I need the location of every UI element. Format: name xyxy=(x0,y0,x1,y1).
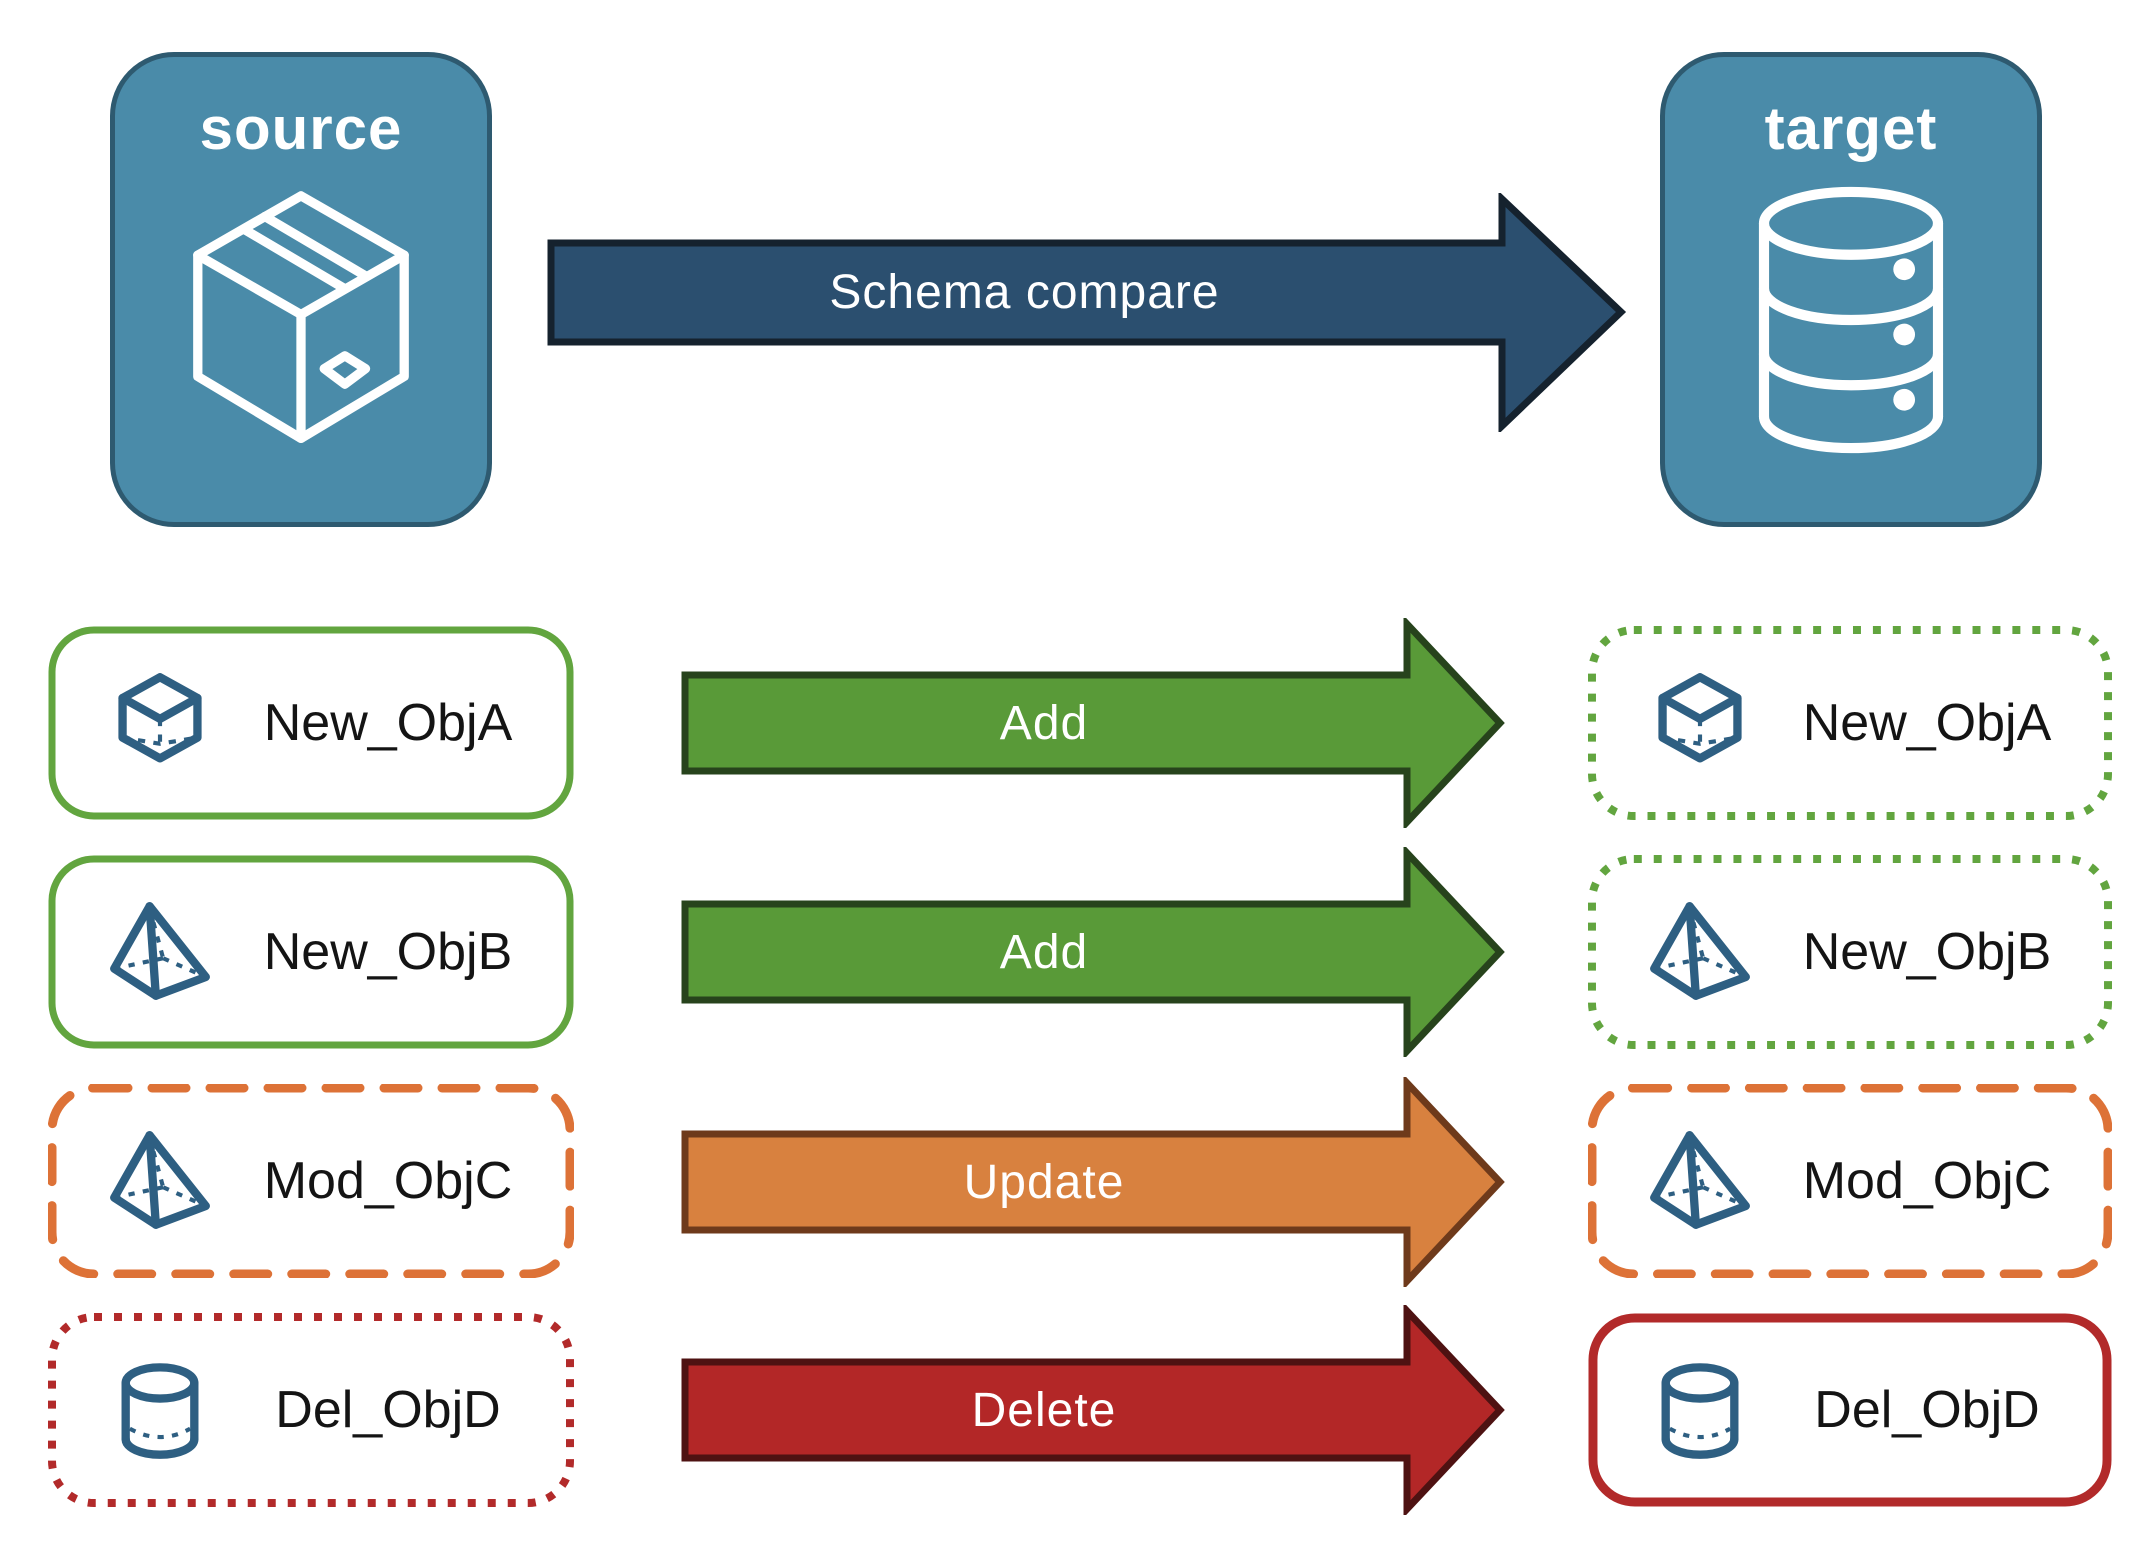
delete-arrow: Delete xyxy=(681,1305,1506,1515)
add-arrow: Add xyxy=(681,847,1506,1057)
object-name: Del_ObjD xyxy=(1814,1381,2040,1439)
source-object-box-del-objd: Del_ObjD xyxy=(48,1313,574,1507)
cylinder-icon xyxy=(1648,1358,1752,1462)
target-object-box-mod-objc: Mod_ObjC xyxy=(1588,1084,2112,1278)
source-node: source xyxy=(110,52,492,527)
target-object-box-new-objb: New_ObjB xyxy=(1588,855,2112,1049)
pyramid-icon xyxy=(108,900,212,1004)
add-arrow-label: Add xyxy=(999,696,1089,750)
database-icon xyxy=(1730,175,1972,465)
cylinder-icon xyxy=(108,1358,212,1462)
source-object-box-mod-objc: Mod_ObjC xyxy=(48,1084,574,1278)
pyramid-icon xyxy=(108,1129,212,1233)
target-object-box-del-objd: Del_ObjD xyxy=(1588,1313,2112,1507)
pyramid-icon xyxy=(1648,1129,1752,1233)
modified-object-border xyxy=(1588,1084,2112,1278)
update-arrow-shape xyxy=(681,1077,1505,1287)
deleted-object-border xyxy=(48,1313,574,1507)
source-object-box-new-objb: New_ObjB xyxy=(48,855,574,1049)
delete-arrow-label: Delete xyxy=(971,1383,1117,1437)
new-object-pending-border xyxy=(1588,855,2112,1049)
deleted-object-border xyxy=(1588,1313,2112,1507)
object-name: New_ObjA xyxy=(263,694,513,752)
new-object-pending-border xyxy=(1588,626,2112,820)
source-object-box-new-obja: New_ObjA xyxy=(48,626,574,820)
add-arrow-label: Add xyxy=(999,925,1089,979)
target-object-box-new-obja: New_ObjA xyxy=(1588,626,2112,820)
update-arrow-label: Update xyxy=(963,1155,1125,1209)
new-object-border xyxy=(48,855,574,1049)
new-object-border xyxy=(48,626,574,820)
delete-arrow-shape xyxy=(681,1305,1505,1515)
object-name: New_ObjB xyxy=(1802,923,2052,981)
object-name: Mod_ObjC xyxy=(1802,1152,2052,1210)
schema-compare-arrow: Schema compare xyxy=(547,193,1627,432)
object-name: Del_ObjD xyxy=(275,1381,501,1439)
modified-object-border xyxy=(48,1084,574,1278)
source-title: source xyxy=(199,95,403,162)
schema-compare-arrow-shape xyxy=(547,193,1627,432)
pyramid-icon xyxy=(1648,900,1752,1004)
schema-compare-arrow-label: Schema compare xyxy=(829,266,1220,319)
object-name: New_ObjA xyxy=(1802,694,2052,752)
add-arrow-shape xyxy=(681,847,1505,1057)
update-arrow: Update xyxy=(681,1077,1506,1287)
add-arrow-shape xyxy=(681,618,1505,828)
target-node: target xyxy=(1660,52,2042,527)
object-name: Mod_ObjC xyxy=(263,1152,513,1210)
target-title: target xyxy=(1764,95,1938,162)
cube-icon xyxy=(1648,671,1752,775)
add-arrow: Add xyxy=(681,618,1506,828)
package-box-icon xyxy=(172,175,430,485)
cube-icon xyxy=(108,671,212,775)
object-name: New_ObjB xyxy=(263,923,513,981)
